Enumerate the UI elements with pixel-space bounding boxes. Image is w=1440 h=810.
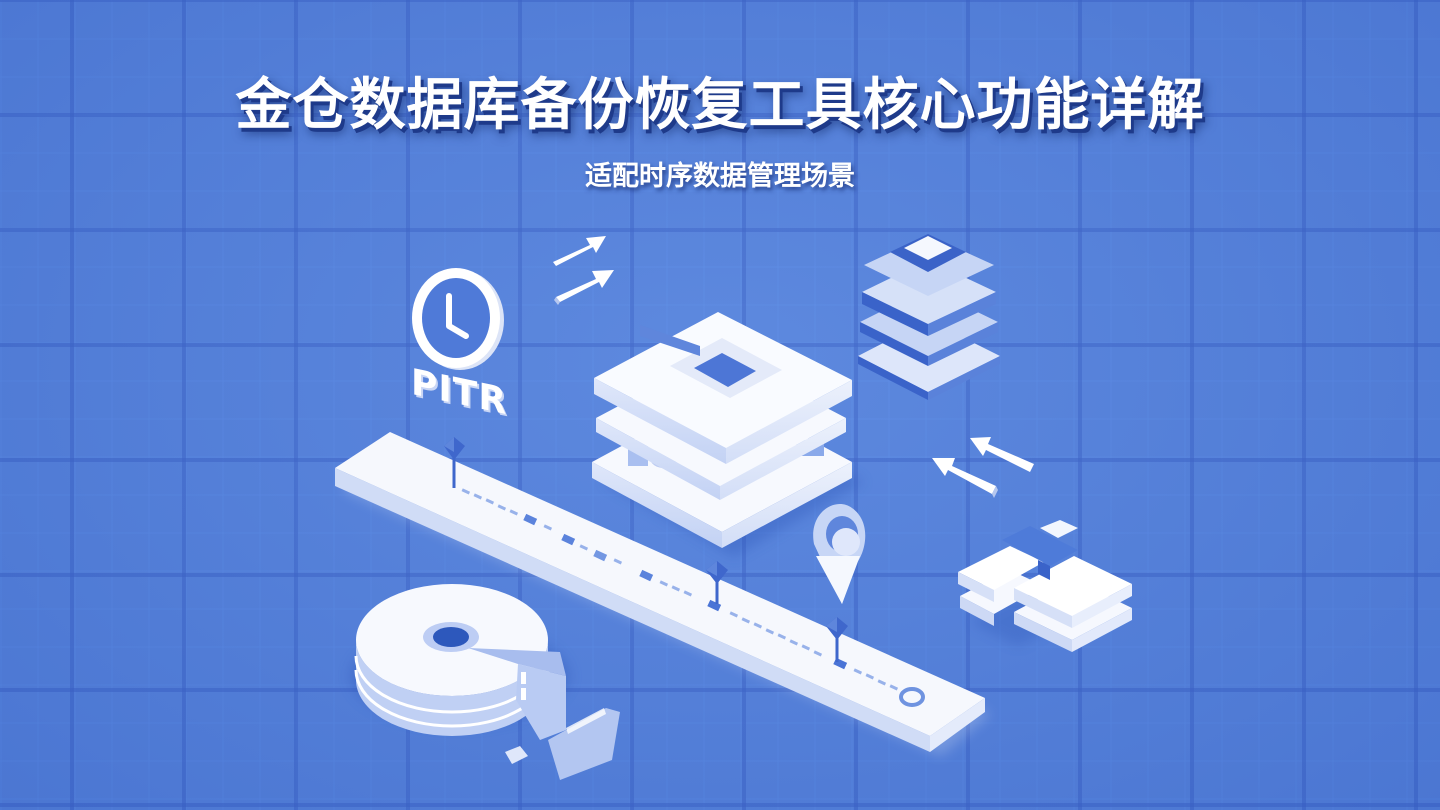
layered-stack-icon bbox=[858, 234, 1000, 400]
forward-arrows-icon bbox=[553, 236, 614, 305]
backward-arrows-icon bbox=[932, 437, 1034, 498]
page-subtitle: 适配时序数据管理场景 bbox=[585, 161, 855, 192]
block-module-icon bbox=[958, 520, 1132, 652]
page-title: 金仓数据库备份恢复工具核心功能详解 bbox=[235, 73, 1205, 138]
timeline-pin-3 bbox=[826, 617, 848, 662]
location-pin-icon bbox=[813, 504, 866, 604]
timeline-pin-2 bbox=[706, 561, 728, 604]
timeline-bar bbox=[335, 432, 991, 756]
timeline-pin-1 bbox=[444, 437, 465, 488]
disk-storage-icon bbox=[350, 584, 620, 780]
clock-icon bbox=[412, 268, 504, 370]
database-server-stack bbox=[592, 312, 864, 557]
